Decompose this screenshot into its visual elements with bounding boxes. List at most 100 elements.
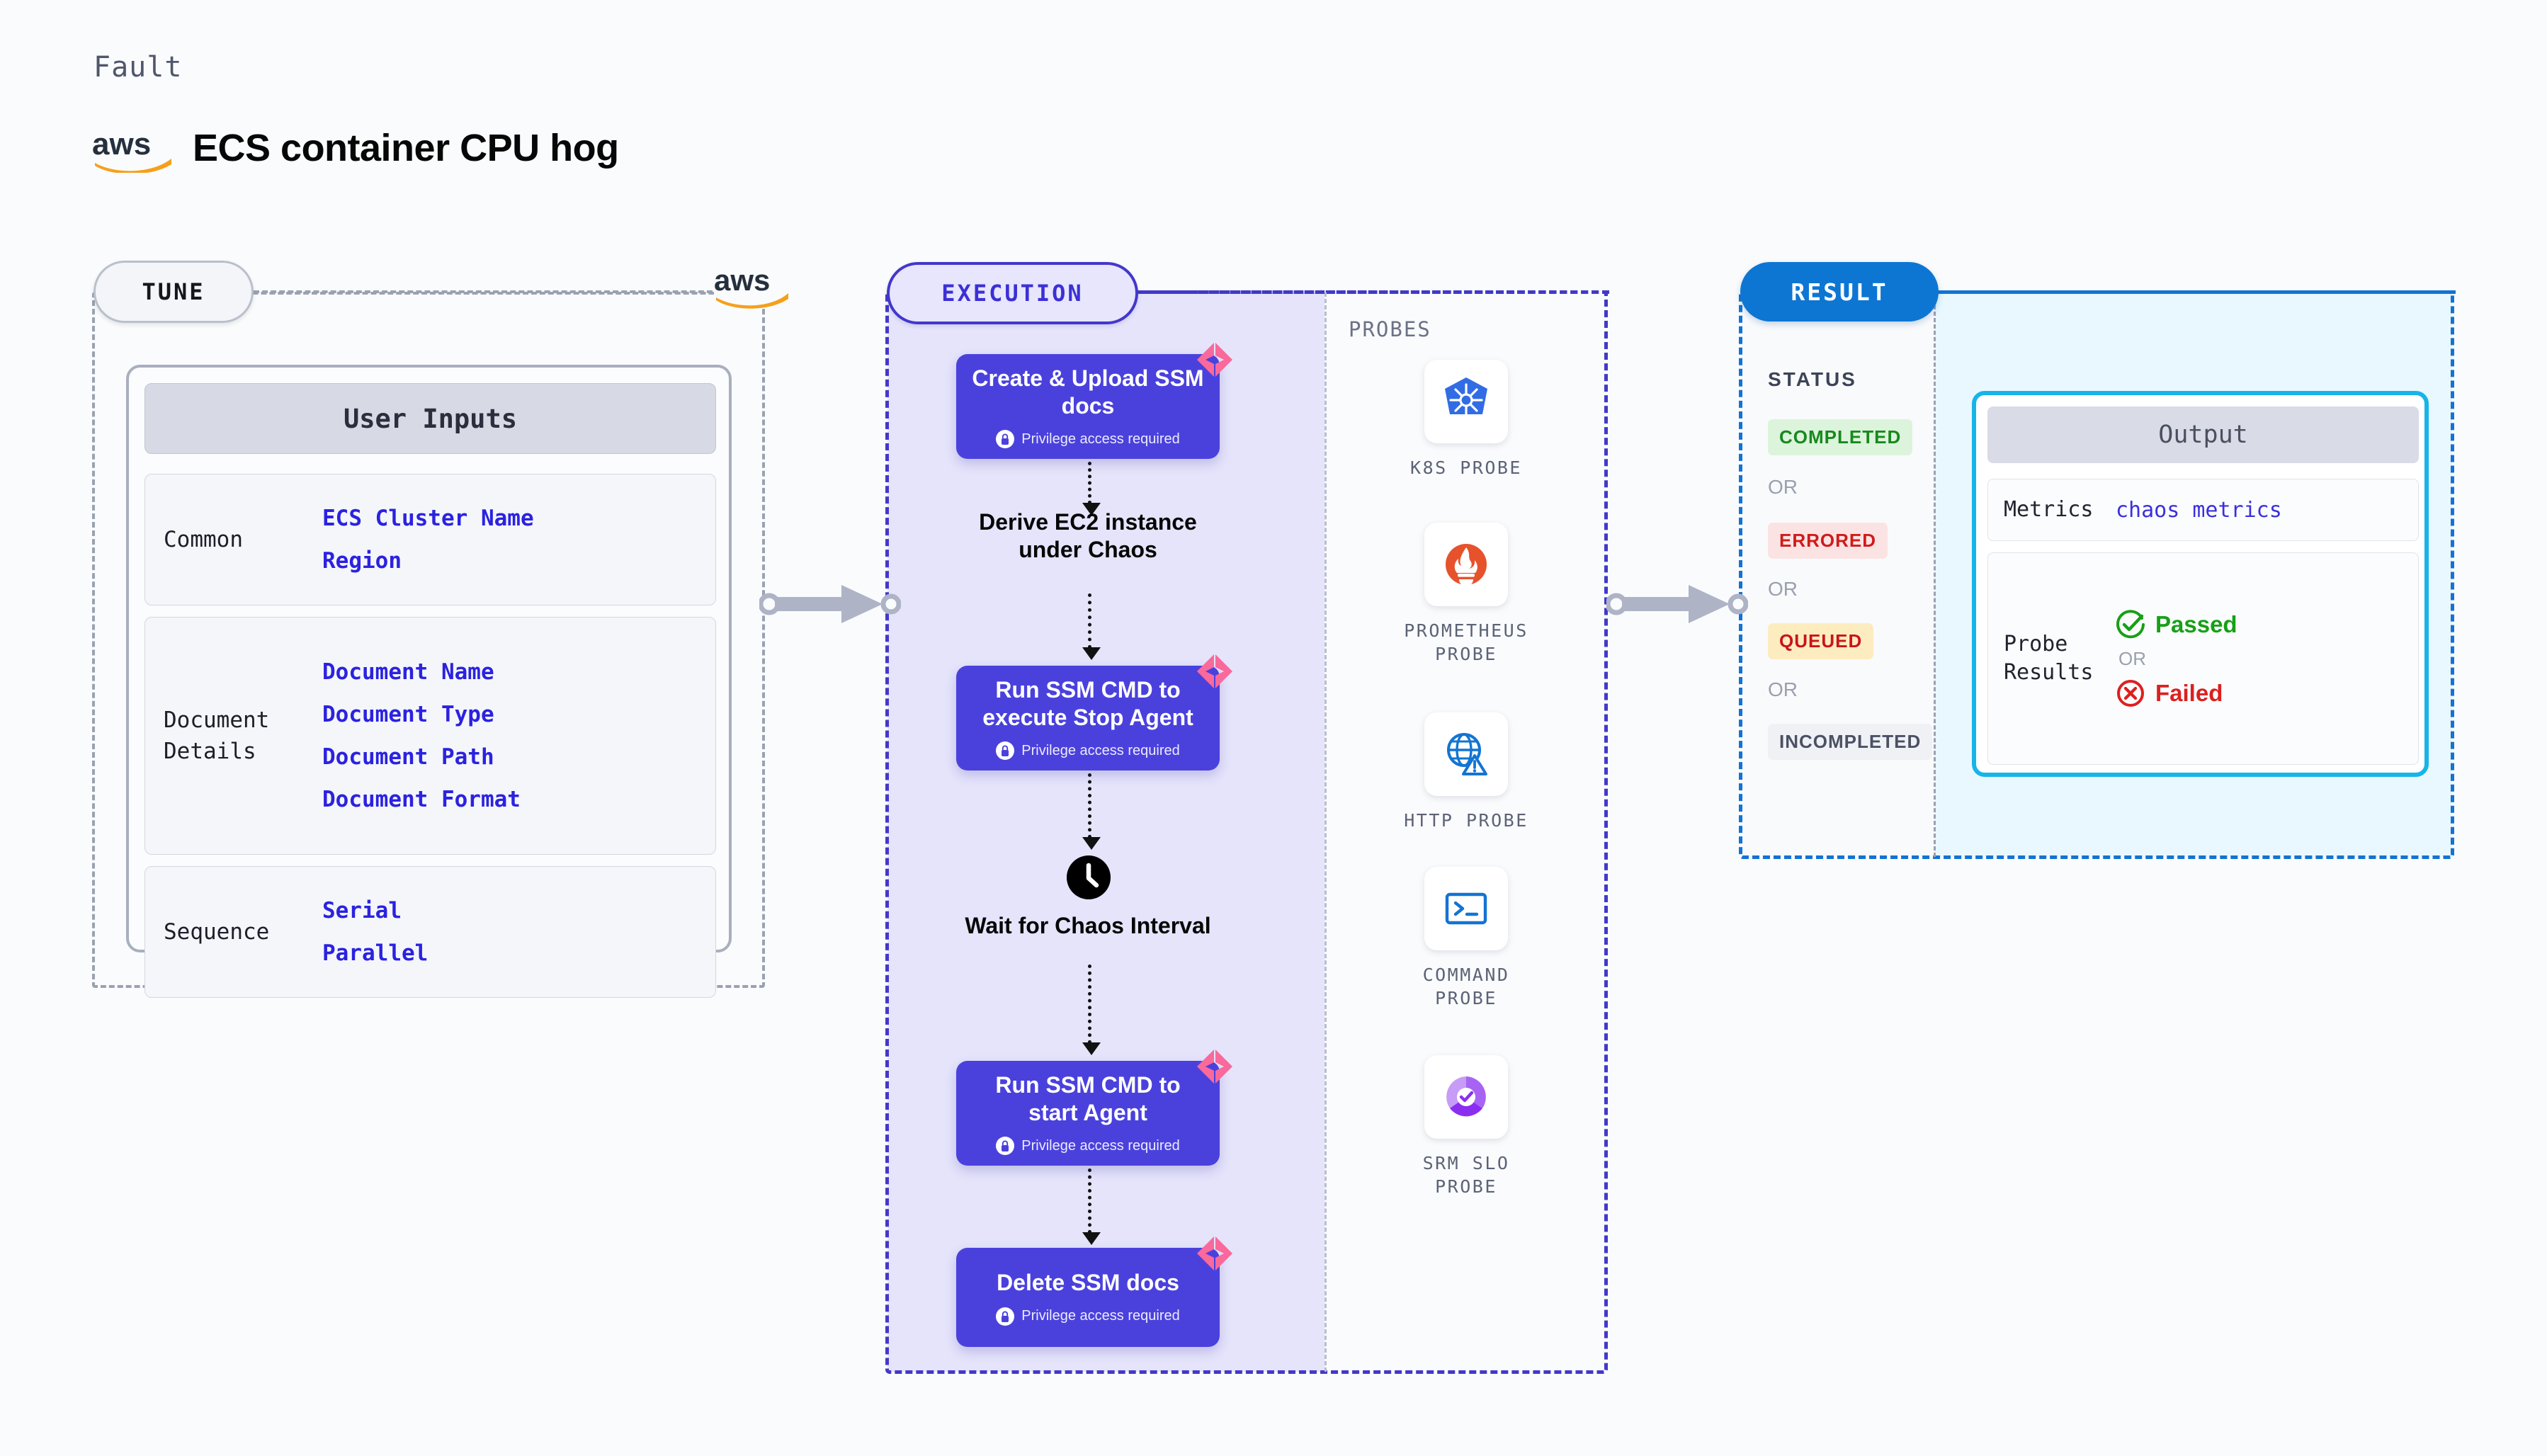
execution-connector-line (1138, 290, 1609, 294)
step-delete-ssm-docs[interactable]: Delete SSM docs Privilege access require… (956, 1236, 1232, 1347)
harness-mark-icon (1197, 654, 1232, 688)
input-group-values: ECS Cluster Name Region (322, 506, 534, 574)
privilege-badge: Privilege access required (996, 1307, 1180, 1326)
status-badge-errored: ERRORED (1768, 523, 1888, 559)
execution-fill (887, 292, 1324, 1372)
clock-icon (1067, 855, 1111, 899)
result-pill-badge: RESULT (1740, 262, 1939, 322)
lock-icon (996, 1307, 1015, 1326)
step-derive-ec2-instance: Derive EC2 instance under Chaos (956, 508, 1220, 564)
privilege-text: Privilege access required (1021, 1308, 1180, 1324)
status-badge-incompleted: INCOMPLETED (1768, 724, 1933, 760)
privilege-text: Privilege access required (1021, 742, 1180, 758)
privilege-badge: Privilege access required (996, 430, 1180, 449)
input-value[interactable]: Serial (322, 898, 402, 923)
or-separator: OR (1768, 476, 1798, 498)
harness-mark-icon (1197, 343, 1232, 377)
check-circle-icon (2116, 609, 2145, 638)
lock-icon (996, 741, 1015, 761)
step-title: Run SSM CMD to execute Stop Agent (982, 676, 1193, 730)
input-group-label: Common (164, 526, 243, 552)
harness-mark-icon (1197, 1236, 1232, 1270)
probe-label: HTTP PROBE (1404, 810, 1528, 831)
step-run-ssm-cmd-start-agent[interactable]: Run SSM CMD to start Agent Privilege acc… (956, 1050, 1232, 1166)
privilege-text: Privilege access required (1021, 1137, 1180, 1154)
http-globe-icon (1424, 712, 1508, 796)
step-title: Run SSM CMD to start Agent (995, 1071, 1181, 1125)
connector-execution-to-result (1605, 579, 1749, 632)
probes-title: PROBES (1349, 317, 1431, 341)
connector-tune-to-execution (758, 579, 902, 632)
probe-result-values: Passed OR Failed (2116, 609, 2237, 708)
flow-arrow (1082, 965, 1101, 1055)
metrics-value[interactable]: chaos metrics (2116, 497, 2282, 523)
page-title: ECS container CPU hog (193, 127, 619, 169)
status-badge-completed: COMPLETED (1768, 419, 1913, 455)
input-value[interactable]: Region (322, 548, 402, 574)
user-inputs-card: User Inputs Common ECS Cluster Name Regi… (126, 365, 732, 998)
probe-result-label: Passed (2155, 610, 2237, 637)
tune-connector-line (254, 290, 721, 293)
svg-text:aws: aws (92, 127, 151, 161)
probe-result-failed: Failed (2116, 678, 2237, 708)
tune-pill-badge: TUNE (93, 261, 254, 323)
kubernetes-icon (1424, 360, 1508, 443)
srm-slo-icon (1424, 1055, 1508, 1139)
input-group-common: Common ECS Cluster Name Region (144, 474, 716, 605)
flow-arrow (1082, 1168, 1101, 1245)
privilege-text: Privilege access required (1021, 431, 1180, 447)
step-create-upload-ssm-docs[interactable]: Create & Upload SSM docs Privilege acces… (956, 343, 1232, 459)
privilege-badge: Privilege access required (996, 741, 1180, 761)
probe-result-label: Failed (2155, 679, 2223, 706)
probes-fill (1326, 292, 1606, 1372)
step-title: Derive EC2 instance under Chaos (979, 509, 1197, 563)
status-label: STATUS (1768, 368, 1857, 390)
harness-mark-icon (1197, 1050, 1232, 1084)
probe-label: COMMAND PROBE (1422, 965, 1510, 1008)
input-value[interactable]: Document Path (322, 744, 494, 770)
lock-icon (996, 1137, 1015, 1156)
or-separator: OR (1768, 578, 1798, 600)
input-value[interactable]: Document Type (322, 702, 494, 727)
input-value[interactable]: Document Name (322, 659, 494, 685)
step-title: Delete SSM docs (997, 1270, 1179, 1296)
probes-divider (1324, 292, 1327, 1372)
probe-srm-slo[interactable]: SRM SLO PROBE (1397, 1055, 1536, 1198)
input-group-values: Document Name Document Type Document Pat… (322, 659, 521, 812)
probe-http[interactable]: HTTP PROBE (1397, 712, 1536, 832)
or-separator: OR (2118, 647, 2146, 669)
or-separator: OR (1768, 678, 1798, 700)
flow-arrow (1082, 462, 1101, 516)
probe-prometheus[interactable]: PROMETHEUS PROBE (1397, 523, 1536, 666)
fault-eyebrow-label: Fault (93, 51, 183, 84)
aws-logo-icon: aws (714, 262, 793, 309)
result-divider (1934, 292, 1936, 857)
probe-k8s[interactable]: K8S PROBE (1397, 360, 1536, 479)
input-value[interactable]: ECS Cluster Name (322, 506, 534, 531)
status-badge-queued: QUEUED (1768, 623, 1874, 659)
step-run-ssm-cmd-stop-agent[interactable]: Run SSM CMD to execute Stop Agent Privil… (956, 654, 1232, 770)
probe-label: SRM SLO PROBE (1422, 1153, 1510, 1197)
step-wait-for-chaos-interval: Wait for Chaos Interval (956, 912, 1220, 940)
input-value[interactable]: Parallel (322, 940, 429, 966)
input-value[interactable]: Document Format (322, 787, 521, 812)
input-group-label: Sequence (164, 918, 270, 945)
user-inputs-header: User Inputs (144, 383, 716, 454)
input-group-sequence: Sequence Serial Parallel (144, 866, 716, 998)
lock-icon (996, 430, 1015, 449)
step-title: Wait for Chaos Interval (965, 913, 1211, 938)
flow-arrow (1082, 773, 1101, 850)
execution-pill-badge: EXECUTION (887, 262, 1138, 324)
terminal-icon (1424, 867, 1508, 950)
probe-command[interactable]: COMMAND PROBE (1397, 867, 1536, 1010)
probe-label: PROMETHEUS PROBE (1404, 620, 1528, 664)
prometheus-icon (1424, 523, 1508, 606)
output-row-metrics: Metrics chaos metrics (1987, 479, 2419, 541)
privilege-badge: Privilege access required (996, 1137, 1180, 1156)
flow-arrow (1082, 593, 1101, 660)
